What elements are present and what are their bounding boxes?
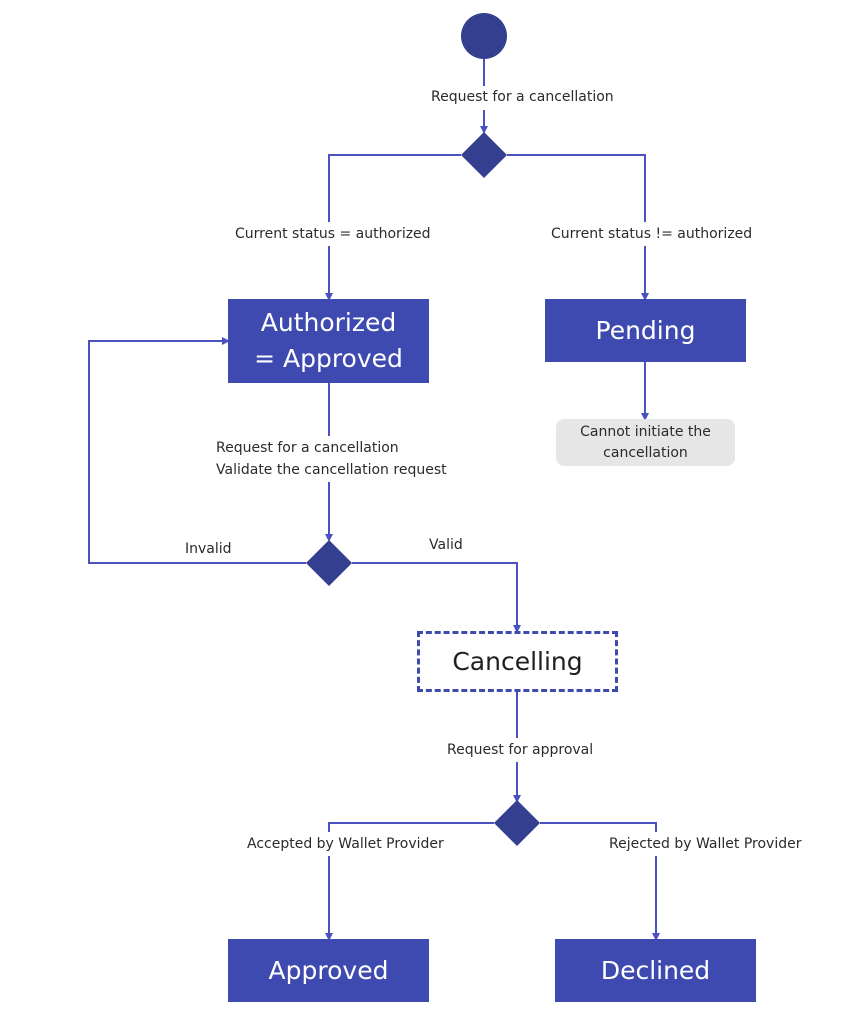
note-line2: cancellation xyxy=(603,444,688,461)
label-request-approval: Request for approval xyxy=(447,742,594,758)
edge-decision1-to-authorized xyxy=(328,154,461,222)
state-declined: Declined xyxy=(555,939,756,1002)
label-request-cancellation-top: Request for a cancellation xyxy=(431,89,614,105)
initial-node xyxy=(461,13,507,59)
state-cancelling-label: Cancelling xyxy=(452,647,583,676)
state-cancelling: Cancelling xyxy=(417,631,618,692)
label-current-status-authorized: Current status = authorized xyxy=(235,226,431,242)
edge-valid-to-cancelling xyxy=(352,562,521,633)
label-invalid: Invalid xyxy=(185,541,232,557)
note-line1: Cannot initiate the xyxy=(580,423,711,440)
state-authorized-line2: = Approved xyxy=(254,344,403,373)
label-request-cancellation-mid: Request for a cancellation xyxy=(216,440,399,456)
state-approved: Approved xyxy=(228,939,429,1002)
label-accepted-by-wallet: Accepted by Wallet Provider xyxy=(247,836,444,852)
note-cannot-initiate: Cannot initiate the cancellation xyxy=(556,419,735,466)
decision-node-approval xyxy=(494,800,540,846)
decision-node-status xyxy=(461,132,507,178)
label-rejected-by-wallet: Rejected by Wallet Provider xyxy=(609,836,802,852)
state-authorized: Authorized = Approved xyxy=(228,299,429,383)
label-validate-request: Validate the cancellation request xyxy=(216,462,447,478)
state-pending-label: Pending xyxy=(595,315,696,345)
edge-decision1-to-pending xyxy=(507,154,646,222)
state-approved-label: Approved xyxy=(268,955,389,985)
label-current-status-not-authorized: Current status != authorized xyxy=(551,226,753,242)
decision-node-validation xyxy=(306,540,352,586)
label-valid: Valid xyxy=(429,537,463,553)
state-authorized-line1: Authorized xyxy=(260,308,397,337)
edge-decision3-to-approved xyxy=(328,822,494,832)
edge-invalid-loop xyxy=(88,337,306,564)
edge-decision3-to-declined xyxy=(540,822,657,832)
state-pending: Pending xyxy=(545,299,746,362)
state-declined-label: Declined xyxy=(600,955,711,985)
